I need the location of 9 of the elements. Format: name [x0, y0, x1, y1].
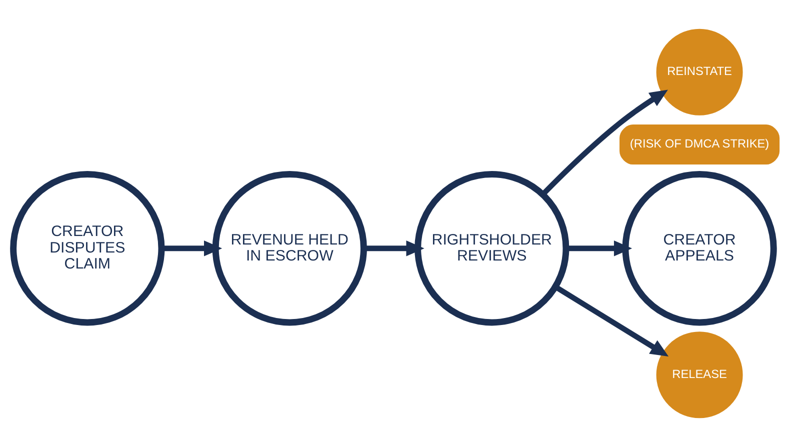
node-circle: REVENUE HELD IN ESCROW — [212, 171, 366, 326]
node-circle: REINSTATE — [656, 28, 742, 116]
node-label: (RISK OF DMCA STRIKE) — [629, 136, 769, 151]
node-circle: CREATOR APPEALS — [622, 171, 776, 326]
node-circle: RIGHTSHOLDER REVIEWS — [414, 171, 569, 326]
arrow — [554, 284, 668, 357]
node-circle: RELEASE — [656, 332, 742, 418]
node-circle: CREATOR DISPUTES CLAIM — [10, 171, 164, 326]
arrow — [540, 90, 668, 196]
